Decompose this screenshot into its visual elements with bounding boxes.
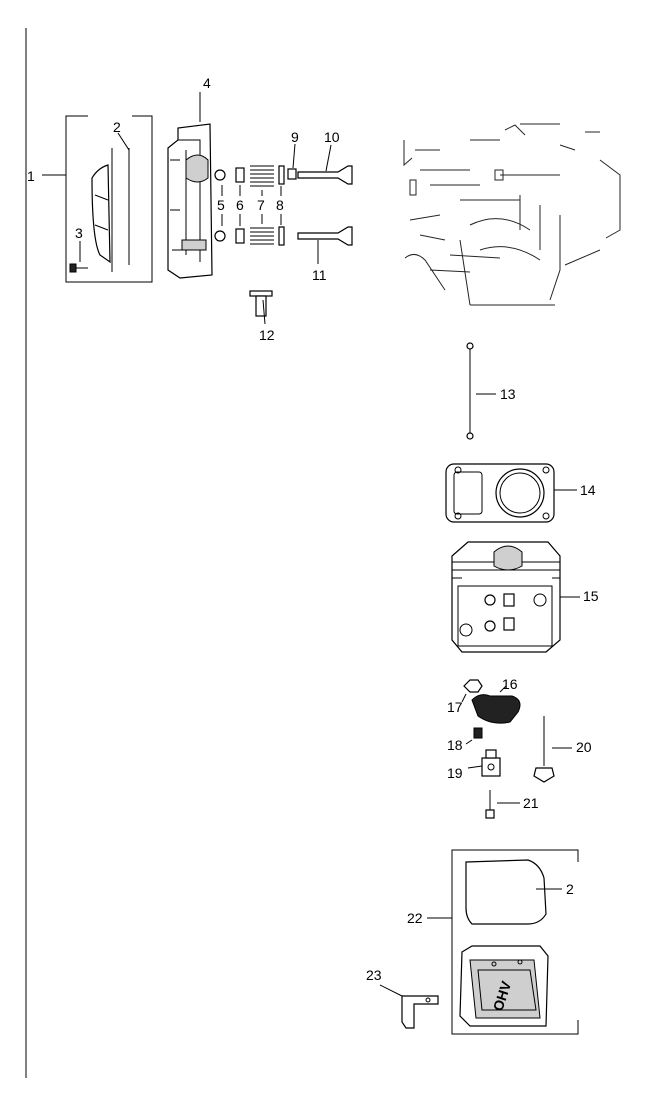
rocker-nut [461,679,483,703]
head-gasket [445,463,577,523]
label-17: 17 [447,699,463,715]
label-11: 11 [312,267,327,283]
label-1: 1 [27,168,35,184]
valve-cover-gasket-side [111,132,130,272]
push-rod [466,342,496,440]
label-7: 7 [257,197,265,213]
label-6: 6 [236,197,244,213]
label-3: 3 [75,225,83,241]
valve-cover-side [91,164,111,264]
label-23: 23 [366,967,382,983]
label-2-bottom: 2 [566,881,574,897]
breather-bolt [485,790,520,819]
head-bolt [533,716,572,783]
valve-keepers [214,169,226,242]
label-16: 16 [502,676,518,692]
cylinder-head [451,541,580,653]
label-9: 9 [291,129,299,145]
rocker-stud [467,749,501,777]
label-13: 13 [500,386,516,402]
kit-bracket-22 [427,849,579,1035]
label-4: 4 [203,75,211,91]
kit-bracket-1 [42,115,153,283]
valve-stem-seals [278,165,285,246]
label-18: 18 [447,737,463,753]
label-2-top: 2 [113,119,121,135]
label-12: 12 [259,327,275,343]
valve-cap [287,143,297,180]
label-22: 22 [407,910,423,926]
label-21: 21 [523,795,539,811]
label-19: 19 [447,765,463,781]
intake-valve [297,226,353,264]
label-14: 14 [580,482,596,498]
engine-outline [403,123,621,306]
label-20: 20 [576,739,592,755]
rocker-arm [471,685,521,724]
exhaust-valve [297,144,353,185]
valve-retainers [235,167,245,244]
valve-cover-gasket [465,859,562,925]
label-15: 15 [583,588,599,604]
valve-springs [250,165,274,245]
valve-guide [249,290,273,325]
label-5: 5 [217,197,225,213]
valve-cover: OHV [459,945,549,1027]
cover-screw [69,241,88,273]
label-8: 8 [276,197,284,213]
label-10: 10 [324,129,340,145]
mounting-bracket [379,984,439,1029]
cylinder-head-side [167,92,213,279]
adjust-screw [465,727,483,745]
